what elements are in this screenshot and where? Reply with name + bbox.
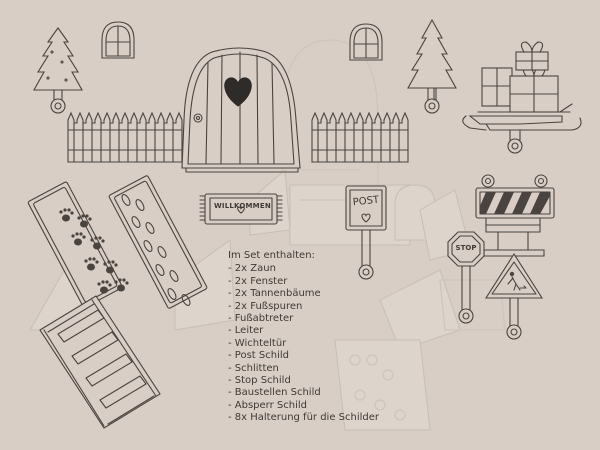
set-contents-title: Im Set enthalten: — [228, 250, 315, 261]
paw-print-icon — [114, 278, 129, 292]
doormat — [199, 193, 283, 225]
fir-tree-icon — [33, 27, 83, 91]
stop-sign-label: STOP — [455, 244, 477, 252]
set-contents-list: Im Set enthalten: - 2x Zaun - 2x Fenster… — [228, 250, 448, 425]
list-item: - Stop Schild — [228, 375, 291, 387]
footprint-icon — [181, 294, 191, 306]
footprint-icon — [143, 240, 153, 252]
fence-right — [311, 111, 409, 163]
heart-icon — [224, 77, 252, 107]
footprint-icon — [131, 216, 141, 228]
paw-print-icon — [97, 280, 112, 294]
list-item: - Leiter — [228, 325, 264, 337]
paw-prints — [59, 208, 129, 294]
window-left — [101, 21, 135, 59]
elf-door — [181, 47, 301, 173]
paw-print-icon — [84, 257, 99, 271]
list-item: - 2x Fenster — [228, 275, 288, 287]
construction-worker-icon — [507, 271, 527, 291]
list-item: - Schlitten — [228, 362, 279, 374]
welcome-sign-label: WILLKOMMEN — [214, 202, 271, 210]
barrier-sign — [475, 174, 555, 257]
list-item: - 8x Halterung für die Schilder — [228, 412, 380, 424]
footprint-icon — [157, 246, 167, 258]
fir-tree-right — [407, 18, 457, 114]
list-item: - 2x Fußspuren — [228, 300, 303, 312]
list-item: - 2x Zaun — [228, 263, 276, 275]
fir-tree-left — [33, 27, 83, 114]
construction-sign — [484, 252, 544, 340]
list-item: - Absperr Schild — [228, 399, 307, 411]
footprints — [121, 194, 191, 306]
list-item: - Post Schild — [228, 350, 289, 362]
footprint-icon — [155, 264, 165, 276]
footprint-icon — [135, 199, 145, 211]
paw-print-icon — [90, 236, 105, 250]
footprint-icon — [145, 222, 155, 234]
paw-print-icon — [71, 232, 86, 246]
list-item: - Baustellen Schild — [228, 387, 321, 399]
list-item: - Wichteltür — [228, 337, 287, 349]
footprint-icon — [167, 288, 177, 300]
paw-print-icon — [59, 208, 74, 222]
paw-print-icon — [77, 214, 92, 228]
footprint-icon — [169, 270, 179, 282]
list-item: - 2x Tannenbäume — [228, 288, 321, 300]
paw-print-strip — [27, 181, 123, 308]
fence-left — [67, 111, 183, 163]
paw-print-icon — [103, 260, 118, 274]
post-sign — [345, 185, 387, 280]
fir-tree-icon — [407, 18, 457, 89]
sleigh-with-gifts — [462, 41, 582, 154]
ladder — [39, 295, 161, 429]
set-contents-items: - 2x Zaun - 2x Fenster - 2x Tannenbäume … — [228, 263, 448, 424]
window-right — [349, 23, 383, 61]
footprint-icon — [121, 194, 131, 206]
list-item: - Fußabtreter — [228, 313, 294, 325]
stop-sign — [447, 231, 485, 324]
